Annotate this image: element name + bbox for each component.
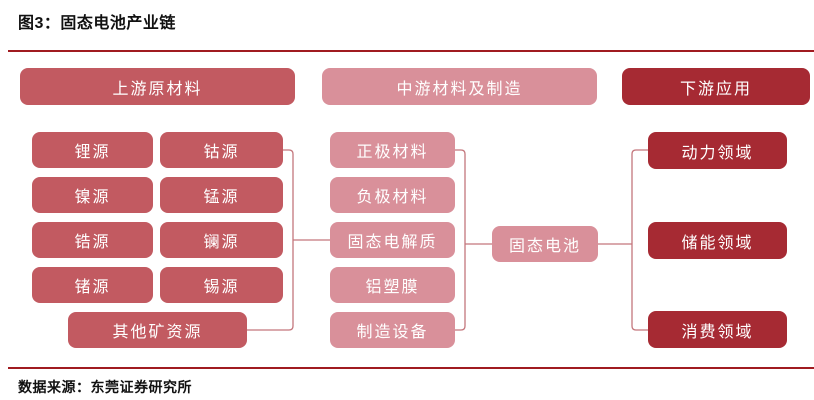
node-tin-source: 锡源 xyxy=(160,267,283,303)
node-manufacturing-equipment: 制造设备 xyxy=(330,312,455,348)
figure-title: 图3：固态电池产业链 xyxy=(18,15,176,32)
node-energy-storage-field: 储能领域 xyxy=(648,222,787,259)
data-source: 数据来源：东莞证券研究所 xyxy=(18,379,192,395)
header-midstream: 中游材料及制造 xyxy=(322,68,597,105)
node-lithium-source: 锂源 xyxy=(32,132,153,168)
node-manganese-source: 锰源 xyxy=(160,177,283,213)
node-anode-materials: 负极材料 xyxy=(330,177,455,213)
node-cathode-materials: 正极材料 xyxy=(330,132,455,168)
node-germanium-source: 锗源 xyxy=(32,267,153,303)
node-zirconium-source: 锆源 xyxy=(32,222,153,258)
node-cobalt-source: 钴源 xyxy=(160,132,283,168)
node-solid-electrolyte: 固态电解质 xyxy=(330,222,455,258)
node-lanthanum-source: 镧源 xyxy=(160,222,283,258)
node-other-mineral-resources: 其他矿资源 xyxy=(68,312,247,348)
header-downstream: 下游应用 xyxy=(622,68,810,105)
header-upstream: 上游原材料 xyxy=(20,68,295,105)
node-solid-state-battery: 固态电池 xyxy=(492,226,598,262)
top-rule xyxy=(8,50,814,52)
node-consumer-field: 消费领域 xyxy=(648,311,787,348)
connector-downstream-bracket xyxy=(631,149,648,331)
node-power-field: 动力领域 xyxy=(648,132,787,169)
node-nickel-source: 镍源 xyxy=(32,177,153,213)
bottom-rule xyxy=(8,367,814,369)
connector-midstream-bracket xyxy=(455,149,466,331)
node-aluminum-plastic-film: 铝塑膜 xyxy=(330,267,455,303)
